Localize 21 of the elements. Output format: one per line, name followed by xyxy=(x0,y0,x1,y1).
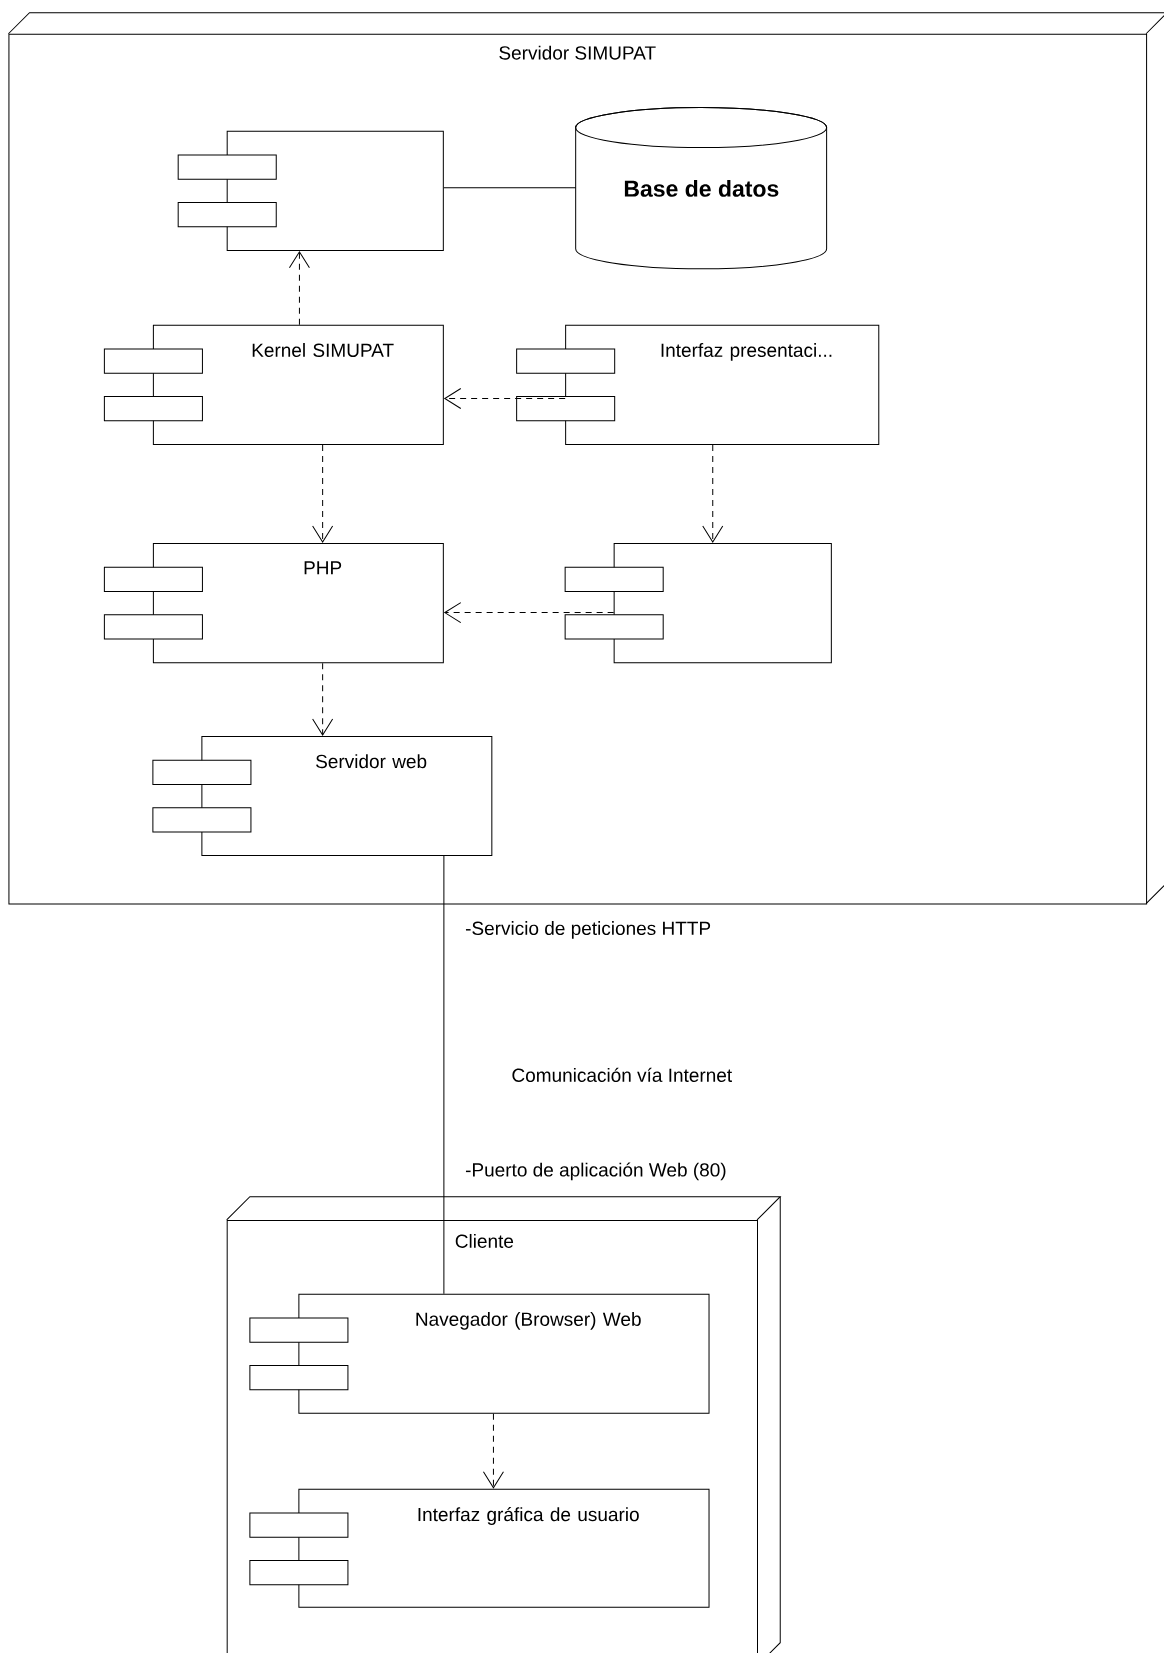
database-cylinder: Base de datos xyxy=(575,107,828,270)
dependency-arrow xyxy=(482,1413,504,1489)
component-box: Interfaz gráfica de usuario xyxy=(249,1488,710,1608)
dependency-arrow xyxy=(444,388,566,410)
component-box xyxy=(177,130,444,251)
dependency-arrow xyxy=(312,444,334,543)
connector-line xyxy=(443,187,577,189)
dependency-arrow xyxy=(444,602,615,624)
component-box: Kernel SIMUPAT xyxy=(103,324,444,445)
component-box: PHP xyxy=(103,543,444,664)
component-box xyxy=(564,543,832,664)
port-label: -Puerto de aplicación Web (80) xyxy=(465,1162,726,1181)
component-box: Navegador (Browser) Web xyxy=(249,1293,710,1414)
port-label: -Servicio de peticiones HTTP xyxy=(465,921,711,939)
dependency-arrow xyxy=(312,662,334,736)
connector-line xyxy=(443,855,445,1295)
component-box: Servidor web xyxy=(152,735,493,857)
dependency-arrow xyxy=(288,251,310,326)
edge-label: Comunicación vía Internet xyxy=(509,1065,735,1084)
component-box: Interfaz presentaci... xyxy=(516,324,880,445)
dependency-arrow xyxy=(702,444,724,543)
